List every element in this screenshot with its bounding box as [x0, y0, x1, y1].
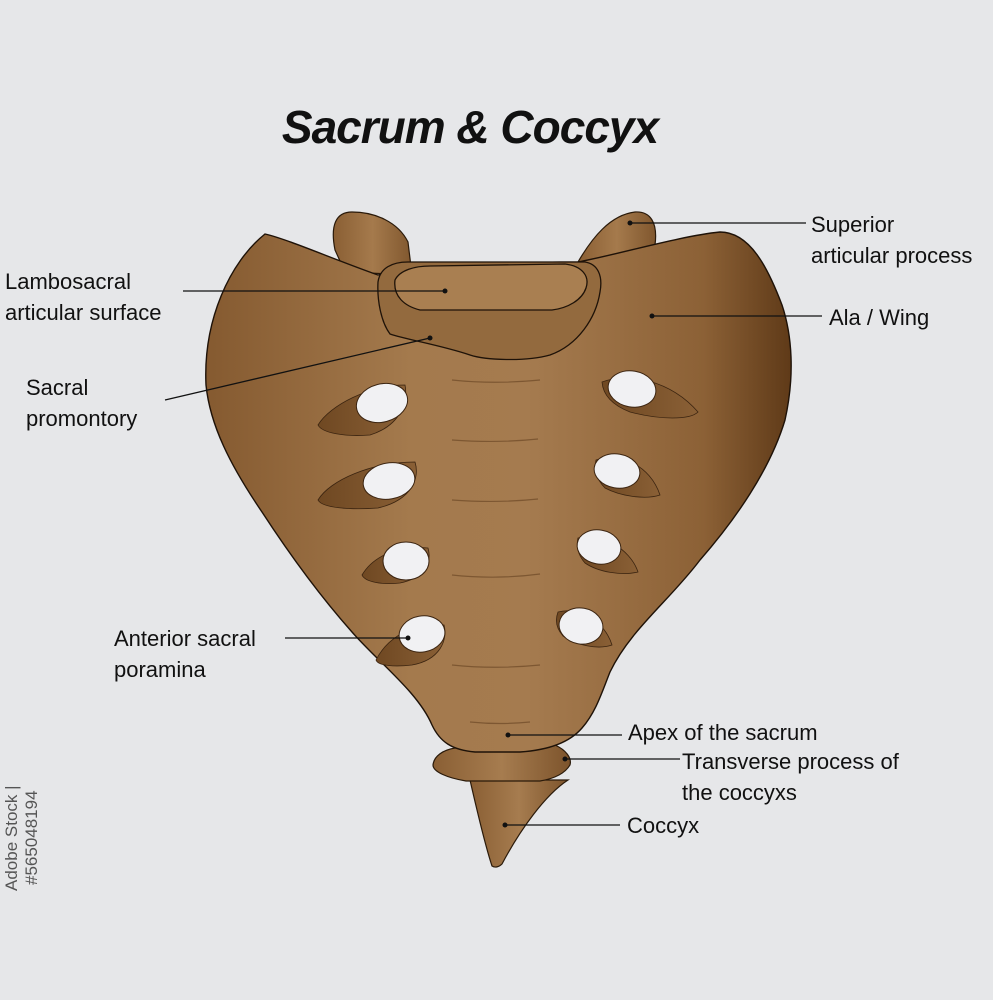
transverse-ridges [451, 379, 541, 725]
leader-promontory [164, 337, 431, 401]
foramen-left-1 [355, 382, 409, 424]
lumbosacral-surface-top [394, 263, 588, 311]
foramen-right-4 [558, 607, 604, 645]
leader-lines [164, 222, 822, 826]
label-line: Lambosacral [5, 269, 131, 294]
label-line: articular process [811, 243, 973, 268]
label-line: articular surface [5, 300, 162, 325]
label-sacral-promontory: Sacral promontory [26, 372, 137, 434]
label-superior-articular-process: Superior articular process [811, 209, 972, 271]
left-superior-articular-process [332, 211, 413, 276]
label-coccyx: Coccyx [627, 813, 700, 838]
foramen-left-2 [362, 462, 416, 500]
label-lambosacral-articular-surface: Lambosacral articular surface [5, 266, 162, 328]
label-transverse-process-coccyx: Transverse process of the coccyxs [682, 746, 899, 808]
label-line: Anterior sacral [114, 626, 256, 651]
anterior-sacral-foramina [355, 370, 657, 653]
leader-dots [405, 220, 655, 828]
label-line: Superior [811, 212, 895, 237]
transverse-process-coccyx-shape [432, 744, 571, 782]
label-line: poramina [114, 657, 206, 682]
foramen-right-2 [593, 453, 641, 489]
label-ala-wing: Ala / Wing [829, 305, 930, 330]
label-line: Transverse process of [682, 749, 899, 774]
label-line: promontory [26, 406, 138, 431]
label-anterior-sacral-poramina: Anterior sacral poramina [114, 623, 256, 685]
coccyx-shape [469, 779, 571, 868]
foramen-left-3 [382, 541, 430, 581]
foramen-right-3 [576, 529, 622, 565]
label-line: Sacral [26, 375, 89, 400]
foramen-right-1 [607, 370, 657, 408]
label-line: the coccyxs [682, 780, 797, 805]
sacrum-body [205, 231, 792, 753]
stock-id-watermark: Adobe Stock | #565048194 [2, 785, 41, 891]
label-apex-of-sacrum: Apex of the sacrum [628, 720, 818, 745]
diagram-title: Sacrum & Coccyx [281, 101, 659, 153]
